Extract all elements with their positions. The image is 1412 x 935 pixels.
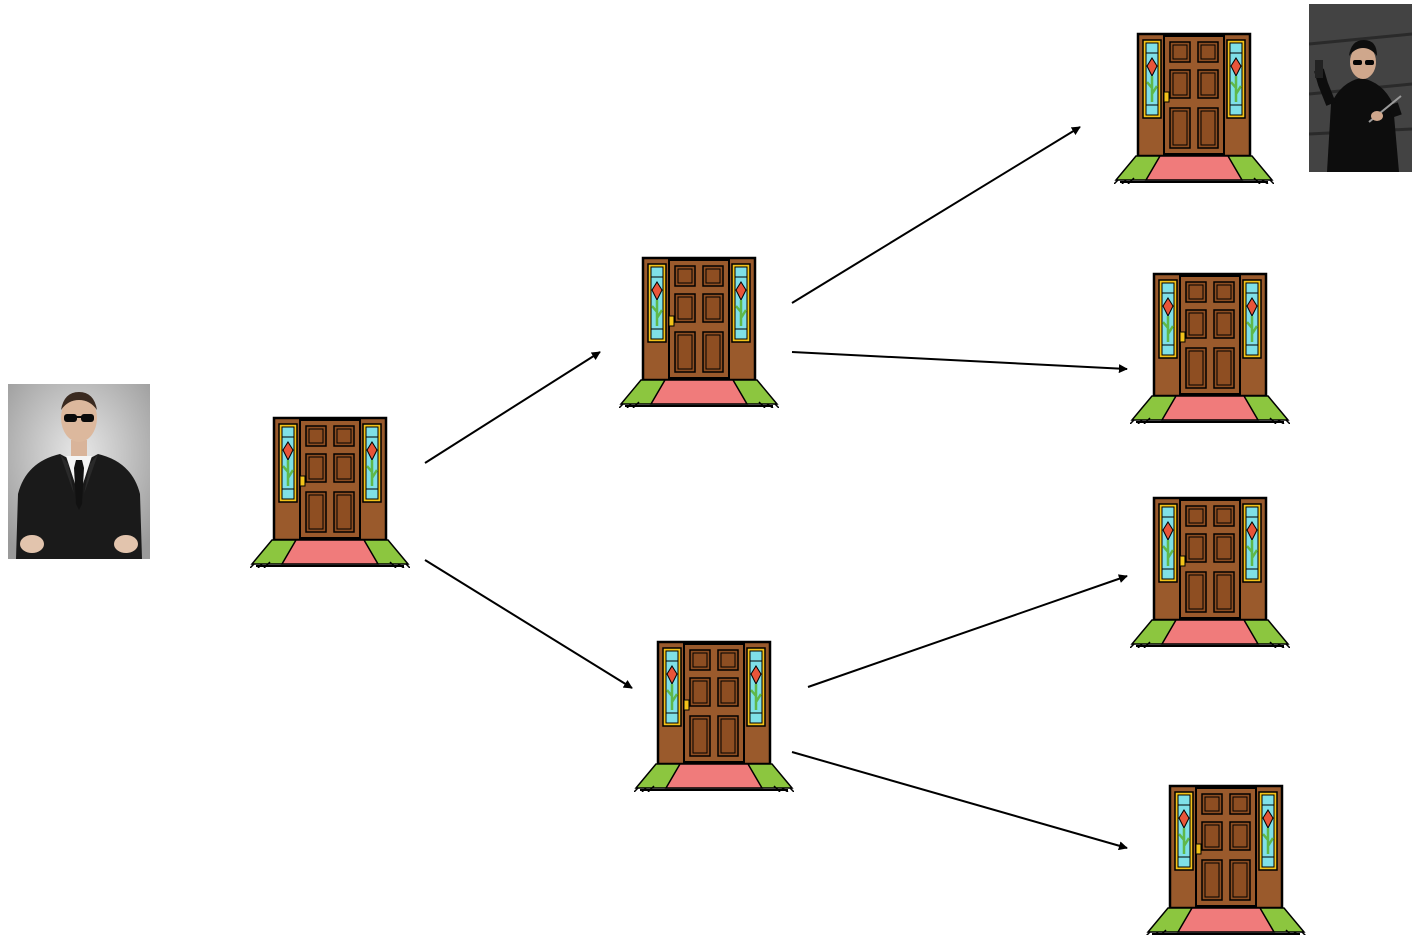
door-with-carpet-icon	[250, 416, 410, 568]
arrow-root-to-bottom	[424, 559, 633, 689]
door-with-carpet-icon	[1130, 496, 1290, 648]
door-level1-bottom	[634, 640, 794, 792]
arrow-bottom-to-l2-4	[791, 751, 1128, 851]
door-level1-top	[619, 256, 779, 408]
door-with-carpet-icon	[634, 640, 794, 792]
door-root	[250, 416, 410, 568]
agent-photo	[8, 384, 150, 559]
door-level2-3	[1130, 496, 1290, 648]
door-with-carpet-icon	[1114, 32, 1274, 184]
arrow-bottom-to-l2-3	[807, 574, 1128, 688]
door-level2-2	[1130, 272, 1290, 424]
target-photo	[1309, 4, 1412, 172]
door-level2-4	[1146, 784, 1306, 935]
door-level2-1	[1114, 32, 1274, 184]
arrow-root-to-top	[424, 351, 601, 464]
door-with-carpet-icon	[1146, 784, 1306, 935]
door-with-carpet-icon	[619, 256, 779, 408]
arrow-top-to-l2-1	[791, 126, 1081, 304]
arrow-top-to-l2-2	[791, 351, 1128, 374]
door-with-carpet-icon	[1130, 272, 1290, 424]
